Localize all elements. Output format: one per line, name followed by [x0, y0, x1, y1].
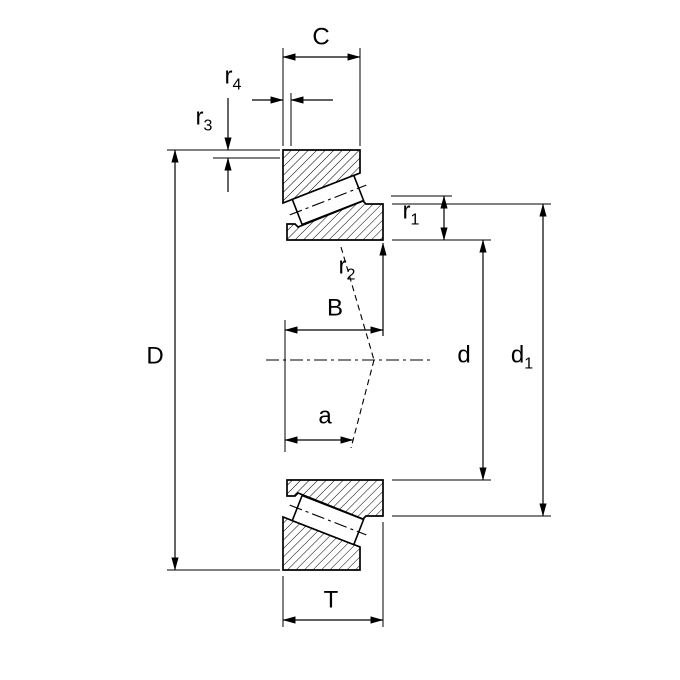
- dim-label-r1: r1: [402, 197, 420, 229]
- dimension-D: [167, 149, 280, 571]
- roller-axis-lower: [289, 504, 367, 536]
- dim-label-d: d: [457, 341, 471, 369]
- dimension-d1: [392, 203, 551, 517]
- dim-label-C: C: [312, 23, 330, 51]
- dimension-T: [282, 522, 384, 627]
- dim-label-r4: r4: [224, 62, 242, 94]
- dimension-B: [284, 320, 384, 452]
- dimension-C: [282, 48, 361, 146]
- dimension-d: [392, 239, 491, 481]
- dim-label-D: D: [146, 342, 164, 370]
- bearing-lower-half: [282, 479, 384, 571]
- bearing-upper-half: [282, 149, 384, 241]
- pressure-line-lower: [350, 359, 375, 449]
- outer-ring-upper-section: [282, 149, 361, 205]
- dim-label-r2: r2: [338, 252, 356, 284]
- dim-label-T: T: [323, 586, 339, 614]
- tapered-roller-upper: [291, 174, 365, 226]
- dimension-r4: [252, 93, 333, 146]
- dim-label-B: B: [326, 294, 344, 322]
- dim-label-d1: d1: [510, 341, 534, 373]
- tapered-roller-lower: [291, 494, 365, 546]
- dim-label-r3: r3: [195, 103, 213, 135]
- dim-label-a: a: [318, 402, 332, 430]
- dimension-r1: [391, 195, 452, 241]
- roller-axis-upper: [289, 184, 367, 216]
- dimension-r3: [213, 98, 280, 192]
- outer-ring-lower-section: [282, 515, 361, 571]
